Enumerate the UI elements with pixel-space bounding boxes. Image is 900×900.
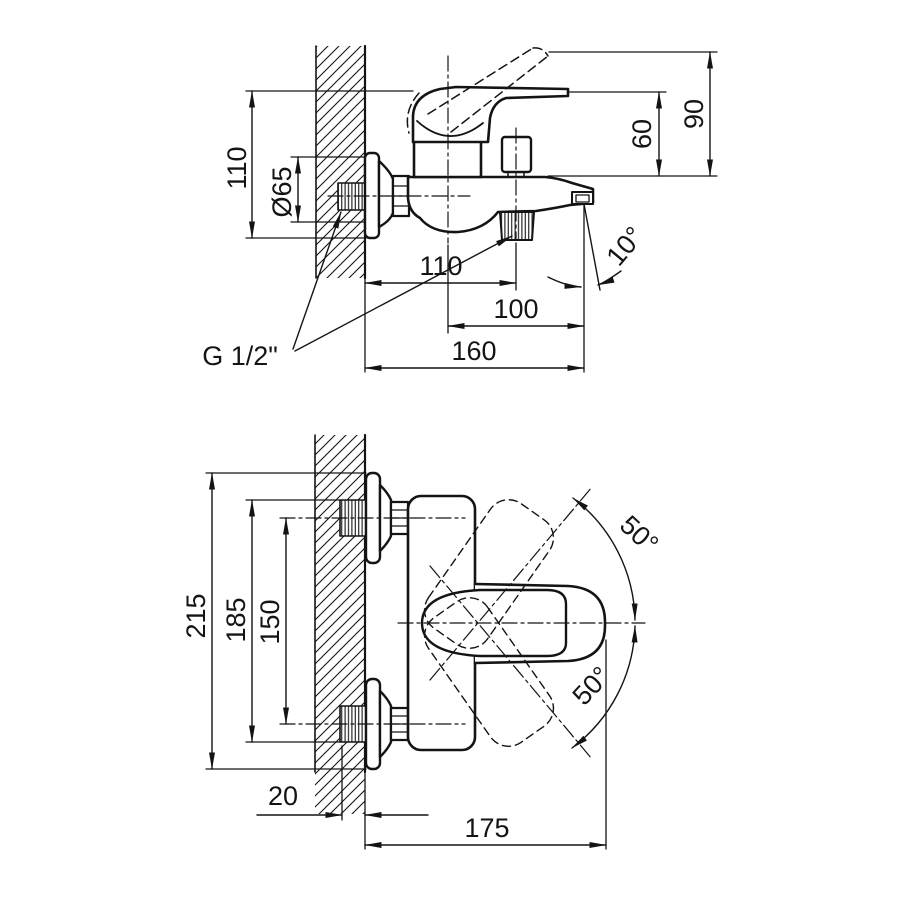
dim-label-angle-10: 10° (600, 221, 649, 272)
dim-label-flange-65: Ø65 (267, 166, 297, 217)
dim-label-span-185: 185 (221, 597, 251, 642)
thread-leader-wall (292, 211, 342, 350)
swing-axis-up (429, 486, 593, 681)
flange-cone (377, 159, 395, 229)
angle-10-leg (583, 203, 601, 291)
handle-ghost-up (423, 499, 555, 649)
dim-label-reach-175: 175 (464, 813, 509, 843)
thread-leader-shower (294, 235, 513, 352)
swing-arc-up (572, 497, 638, 621)
swing-arcs (571, 497, 638, 749)
faucet-body-side (406, 47, 595, 241)
dim-label-inset-20: 20 (268, 781, 298, 811)
side-view: 110 Ø65 60 90 110 100 160 10° G 1/2" (202, 44, 718, 373)
dim-label-depth-100: 100 (493, 294, 538, 324)
centerlines-plan (279, 486, 646, 760)
centerlines-side (327, 55, 517, 244)
handle-grip-plan (420, 588, 568, 658)
mixer-body (406, 175, 595, 234)
wall-section-plan (314, 433, 367, 850)
raised-lever-ghost (406, 47, 549, 134)
dim-label-span-150: 150 (255, 599, 285, 644)
thread-size-label: G 1/2" (202, 341, 278, 371)
angle-10-arc-left (547, 276, 582, 289)
dim-label-lever-90: 90 (679, 99, 709, 129)
dim-label-swing-down-50: 50° (567, 661, 617, 711)
swing-arc-down (571, 625, 638, 749)
handle-lever-side (411, 85, 570, 144)
dim-label-depth-160: 160 (451, 336, 496, 366)
plan-view: 215 185 150 20 175 50° 50° (181, 433, 664, 850)
ball-dome-line (416, 120, 484, 137)
dim-label-height-110: 110 (222, 146, 252, 189)
dim-label-lever-60: 60 (627, 119, 657, 149)
dim-label-swing-up-50: 50° (614, 510, 664, 560)
shower-outlet-thread (499, 211, 535, 241)
dimensions-plan (209, 472, 607, 848)
swing-axis-down (429, 565, 593, 760)
handle-ghost-positions (423, 499, 555, 747)
dim-label-span-215: 215 (181, 593, 211, 638)
dim-label-depth-110: 110 (419, 251, 462, 281)
handle-ghost-down (423, 597, 555, 747)
dimensions-side (249, 51, 713, 371)
angle-10-arc-right (597, 270, 622, 286)
